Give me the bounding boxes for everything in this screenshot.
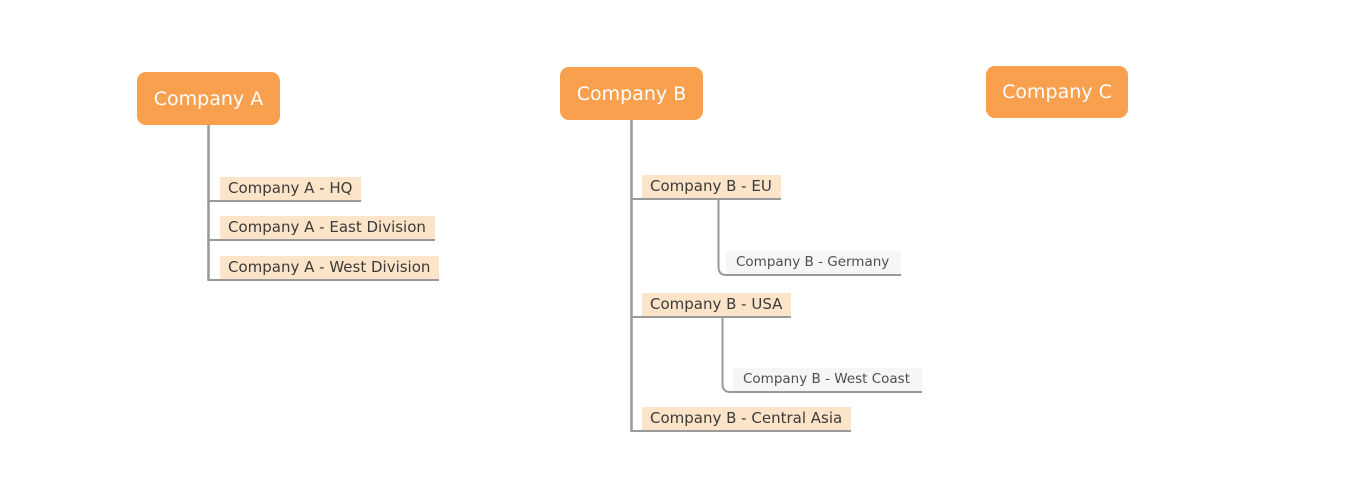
node-label: Company B - Central Asia — [650, 409, 843, 427]
node-company-b-germany[interactable]: Company B - Germany — [726, 251, 902, 276]
node-company-a-east-division[interactable]: Company A - East Division — [220, 216, 435, 241]
node-company-b-eu[interactable]: Company B - EU — [642, 175, 781, 200]
node-company-b-west-coast[interactable]: Company B - West Coast — [733, 368, 922, 393]
node-label: Company B - USA — [650, 295, 783, 313]
node-label: Company A - HQ — [228, 179, 353, 197]
node-company-b[interactable]: Company B — [560, 67, 703, 120]
node-company-b-usa[interactable]: Company B - USA — [642, 293, 792, 318]
node-label: Company B — [576, 82, 687, 105]
node-company-a-west-division[interactable]: Company A - West Division — [220, 256, 440, 281]
node-company-c[interactable]: Company C — [986, 66, 1128, 118]
node-label: Company C — [1002, 81, 1112, 103]
node-label: Company A - East Division — [228, 218, 426, 236]
node-label: Company B - West Coast — [743, 371, 910, 387]
node-label: Company B - Germany — [736, 254, 890, 270]
node-company-a[interactable]: Company A — [137, 72, 280, 125]
node-company-a-hq[interactable]: Company A - HQ — [220, 177, 362, 202]
node-label: Company B - EU — [650, 177, 772, 195]
node-label: Company A - West Division — [228, 258, 431, 276]
node-company-b-central-asia[interactable]: Company B - Central Asia — [642, 407, 852, 432]
node-label: Company A — [153, 87, 264, 110]
